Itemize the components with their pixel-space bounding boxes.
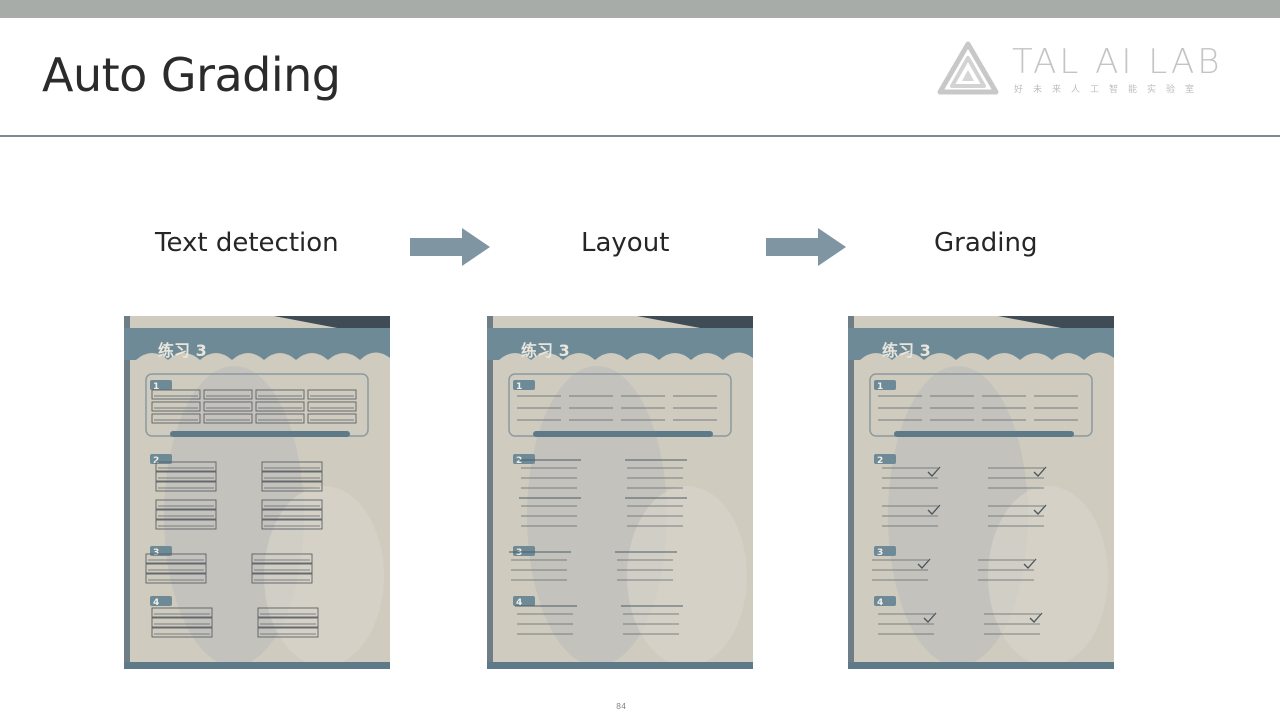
- worksheet-image-layout: 练习 3 1 2 3 4: [487, 316, 753, 669]
- right-arrow-icon: [766, 228, 846, 266]
- svg-text:练习 3: 练习 3: [521, 341, 570, 360]
- svg-text:2: 2: [877, 456, 883, 466]
- svg-text:1: 1: [877, 382, 883, 392]
- title-divider: [0, 135, 1280, 137]
- svg-text:2: 2: [153, 456, 159, 466]
- svg-text:练习 3: 练习 3: [882, 341, 931, 360]
- step-label-grading: Grading: [934, 228, 1038, 258]
- svg-text:练习 3: 练习 3: [158, 341, 207, 360]
- right-arrow-icon: [410, 228, 490, 266]
- svg-text:4: 4: [153, 598, 159, 608]
- svg-text:3: 3: [516, 548, 522, 558]
- svg-text:3: 3: [877, 548, 883, 558]
- svg-text:3: 3: [153, 548, 159, 558]
- svg-text:4: 4: [877, 598, 883, 608]
- logo-subtitle: 好未来人工智能实验室: [1014, 85, 1205, 95]
- worksheet-image-grading: 练习 3 1 2 3 4: [848, 316, 1114, 669]
- slide-title: Auto Grading: [42, 48, 341, 102]
- worksheet-image-text-detection: 练习 3 1 2 3 4: [124, 316, 390, 669]
- tal-ai-lab-logo: TAL AI LAB 好未来人工智能实验室: [936, 40, 1236, 100]
- logo-text: TAL AI LAB: [1012, 42, 1223, 82]
- page-number: 84: [616, 702, 627, 711]
- triangle-logo-icon: [937, 41, 999, 95]
- step-label-layout: Layout: [581, 228, 670, 258]
- step-label-text-detection: Text detection: [155, 228, 339, 258]
- top-band: [0, 0, 1280, 18]
- svg-text:1: 1: [516, 382, 522, 392]
- svg-text:1: 1: [153, 382, 159, 392]
- svg-text:2: 2: [516, 456, 522, 466]
- svg-text:4: 4: [516, 598, 522, 608]
